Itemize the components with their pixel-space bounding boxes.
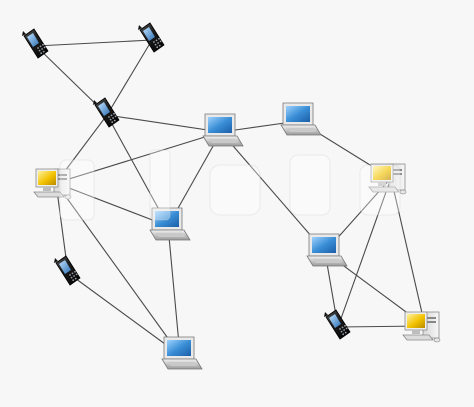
laptop-3-node <box>149 207 191 241</box>
laptop-icon <box>280 102 322 136</box>
laptop-2-node <box>280 102 322 136</box>
edge-layer <box>35 39 426 356</box>
edge-desktop-1-laptop-1 <box>55 131 222 184</box>
laptop-5-node <box>306 233 348 267</box>
desktop-computer-icon <box>33 168 72 200</box>
phone-2-node <box>137 22 165 53</box>
edge-desktop-1-laptop-4 <box>55 182 181 356</box>
edge-phone-2-phone-3 <box>106 39 153 116</box>
edge-desktop-2-phone-5 <box>337 177 392 328</box>
edge-desktop-2-desktop-3 <box>390 177 426 327</box>
edge-laptop-3-laptop-4 <box>167 225 181 356</box>
mobile-phone-icon <box>137 22 165 53</box>
laptop-icon <box>306 233 348 267</box>
laptop-4-node <box>161 336 203 370</box>
desktop-computer-icon <box>402 311 441 343</box>
edge-laptop-1-laptop-5 <box>220 131 326 253</box>
edge-desktop-1-laptop-3 <box>55 182 169 227</box>
desktop-3-node <box>402 311 441 343</box>
edge-phone-3-laptop-3 <box>106 114 169 227</box>
laptop-icon <box>161 336 203 370</box>
desktop-2-node <box>368 163 407 195</box>
node-layer <box>21 22 441 370</box>
mobile-phone-icon <box>53 255 81 286</box>
edge-phone-1-phone-2 <box>35 39 153 47</box>
desktop-1-node <box>33 168 72 200</box>
edge-phone-4-laptop-4 <box>67 272 181 356</box>
laptop-icon <box>149 207 191 241</box>
desktop-computer-icon <box>368 163 407 195</box>
phone-4-node <box>53 255 81 286</box>
mobile-phone-icon <box>21 28 49 59</box>
edge-phone-3-laptop-1 <box>106 114 222 133</box>
mobile-phone-icon <box>323 309 351 340</box>
phone-5-node <box>323 309 351 340</box>
phone-1-node <box>21 28 49 59</box>
